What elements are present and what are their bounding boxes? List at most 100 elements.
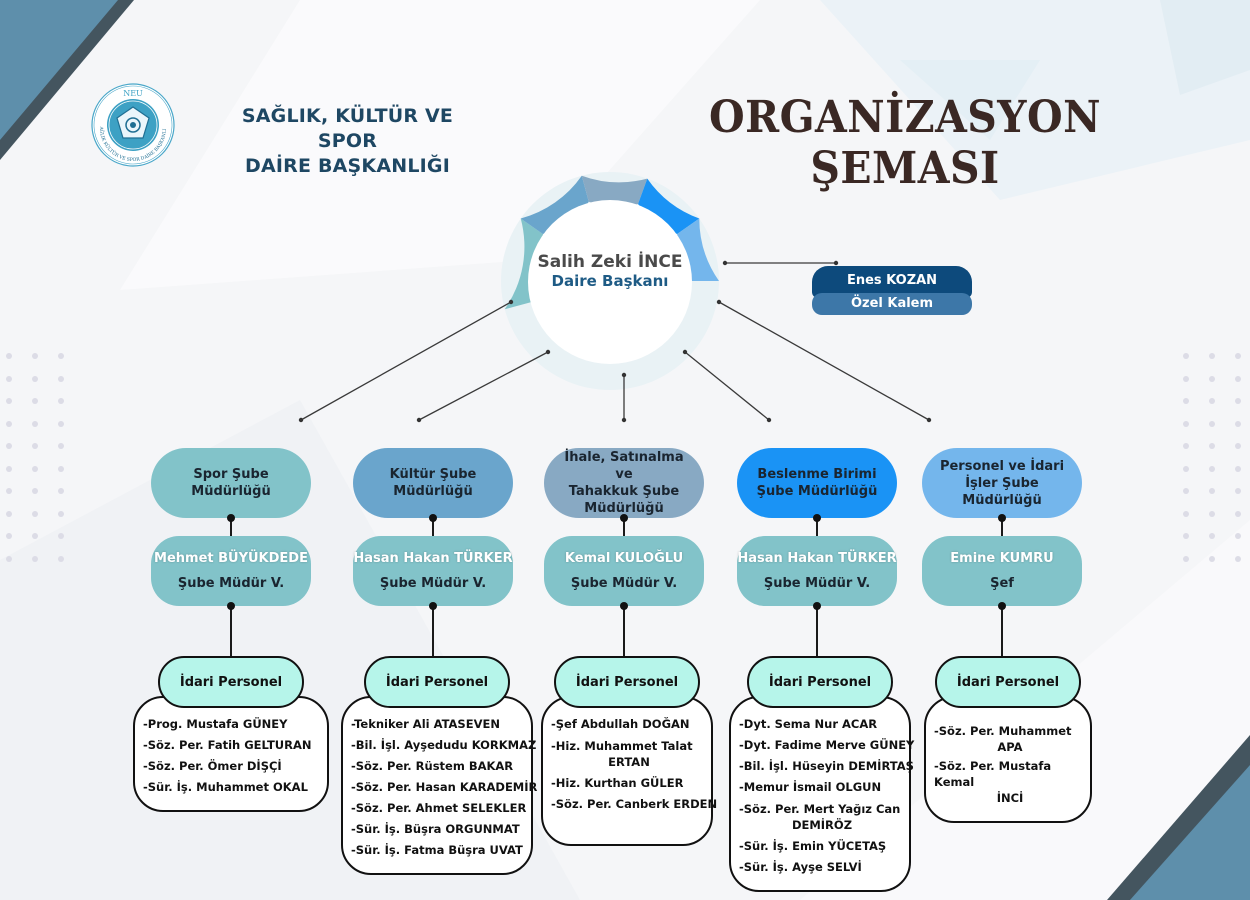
decorative-dot: [6, 533, 12, 539]
decorative-dot: [58, 488, 64, 494]
decorative-dot: [1235, 488, 1241, 494]
connector-dot: [429, 514, 437, 522]
staff-member-text: -Memur İsmail OLGUN: [739, 780, 882, 794]
staff-header[interactable]: İdari Personel: [158, 656, 304, 708]
staff-member-text: -Prog. Mustafa GÜNEY: [143, 717, 288, 731]
decorative-dot: [1183, 488, 1189, 494]
staff-member: -Söz. Per. Ömer DİŞÇİ: [143, 756, 323, 777]
manager-box[interactable]: Emine KUMRU Şef: [922, 536, 1082, 610]
staff-group: İdari Personel -Tekniker Ali ATASEVEN -Bil…: [341, 656, 537, 875]
decorative-dot: [1183, 555, 1189, 562]
decorative-dot: [6, 353, 12, 359]
staff-member-text: -Söz. Per. Ömer DİŞÇİ: [143, 759, 282, 773]
staff-member: -Sür. İş. Emin YÜCETAŞ: [739, 836, 905, 857]
staff-header[interactable]: İdari Personel: [747, 656, 893, 708]
staff-member: -Sür. İş. Ayşe SELVİ: [739, 857, 905, 878]
decorative-dot: [1183, 510, 1189, 517]
manager-role: Şef: [990, 575, 1014, 591]
decorative-dot: [6, 488, 12, 494]
staff-member-text: -Söz. Per. Mert Yağız Can: [739, 802, 901, 816]
staff-member: -Sür. İş. Fatma Büşra UVAT: [351, 840, 527, 861]
staff-header[interactable]: İdari Personel: [554, 656, 700, 708]
department-name-line: Personel ve İdari: [939, 458, 1065, 474]
organization-name: SAĞLIK, KÜLTÜR VE SPOR DAİRE BAŞKANLIĞI: [210, 104, 485, 179]
connector-line: [718, 301, 930, 421]
staff-group: İdari Personel -Şef Abdullah DOĞAN -Hiz. M…: [541, 656, 717, 846]
staff-member: -Söz. Per. Ahmet SELEKLER: [351, 798, 527, 819]
connector-dot: [227, 514, 235, 522]
aide-node[interactable]: Enes KOZAN Özel Kalem: [812, 266, 972, 315]
decorative-dot: [6, 443, 12, 449]
connector-dot: [926, 417, 932, 423]
connector-dot: [621, 417, 627, 423]
staff-member-text: -Bil. İşl. Ayşedudu KORKMAZ: [351, 738, 537, 752]
decorative-dot: [1209, 488, 1215, 494]
department-name-line: Spor Şube: [193, 467, 269, 482]
decorative-dot: [1183, 398, 1189, 404]
aide-role: Özel Kalem: [812, 293, 972, 315]
connector-line: [1001, 606, 1003, 656]
decorative-dot: [58, 353, 64, 359]
decorative-dot: [1183, 465, 1189, 472]
staff-member-text-continued: ERTAN: [608, 755, 650, 769]
connector-line: [432, 606, 434, 656]
connector-dot: [416, 417, 422, 423]
bg-facet: [900, 60, 1040, 140]
decorative-dot: [32, 488, 38, 494]
head-title: Daire Başkanı: [551, 272, 669, 290]
manager-name: Emine KUMRU: [950, 550, 1054, 566]
staff-member: -Memur İsmail OLGUN: [739, 777, 905, 798]
staff-member: -Şef Abdullah DOĞAN: [551, 714, 707, 735]
staff-member-text: -Söz. Per. Mustafa Kemal: [934, 759, 1052, 789]
decorative-dot: [1209, 443, 1215, 449]
connector-dot: [545, 349, 551, 355]
staff-list: -Tekniker Ali ATASEVEN -Bil. İşl. Ayşedud…: [341, 696, 537, 875]
connector-dot: [766, 417, 772, 423]
decorative-dot: [32, 555, 38, 562]
decorative-dot: [1235, 375, 1241, 382]
staff-member-text: -Tekniker Ali ATASEVEN: [351, 717, 500, 731]
connector-dot: [998, 514, 1006, 522]
department-name-line: Beslenme Birimi: [757, 467, 877, 482]
decorative-dot: [32, 353, 38, 359]
staff-header[interactable]: İdari Personel: [364, 656, 510, 708]
department-name-line: Müdürlüğü: [191, 484, 271, 499]
staff-member: -Söz. Per. Hasan KARADEMİR: [351, 777, 537, 798]
department-name-line: Müdürlüğü: [393, 484, 473, 499]
decorative-dot: [1183, 353, 1189, 359]
decorative-dot: [1209, 533, 1215, 539]
staff-list: -Prog. Mustafa GÜNEY-Söz. Per. Fatih GEL…: [133, 696, 329, 812]
staff-header[interactable]: İdari Personel: [935, 656, 1081, 708]
decorative-dot: [58, 420, 64, 427]
connector-dot: [620, 602, 628, 610]
manager-role: Şube Müdür V.: [379, 575, 487, 591]
decorative-dot: [32, 375, 38, 382]
dot-grid-left: [6, 353, 64, 562]
decorative-dot: [1235, 443, 1241, 449]
decorative-dot: [1209, 398, 1215, 404]
staff-member-text: -Söz. Per. Hasan KARADEMİR: [351, 780, 538, 794]
staff-member-text: -Sür. İş. Fatma Büşra UVAT: [351, 843, 523, 857]
corner-light-top-left: [0, 0, 118, 140]
decorative-dot: [32, 510, 38, 517]
manager-role: Şube Müdür V.: [177, 575, 285, 591]
decorative-dot: [58, 533, 64, 539]
connector-line: [418, 351, 549, 421]
head-node[interactable]: Salih Zeki İNCE Daire Başkanı: [528, 200, 692, 364]
decorative-dot: [1235, 510, 1241, 517]
